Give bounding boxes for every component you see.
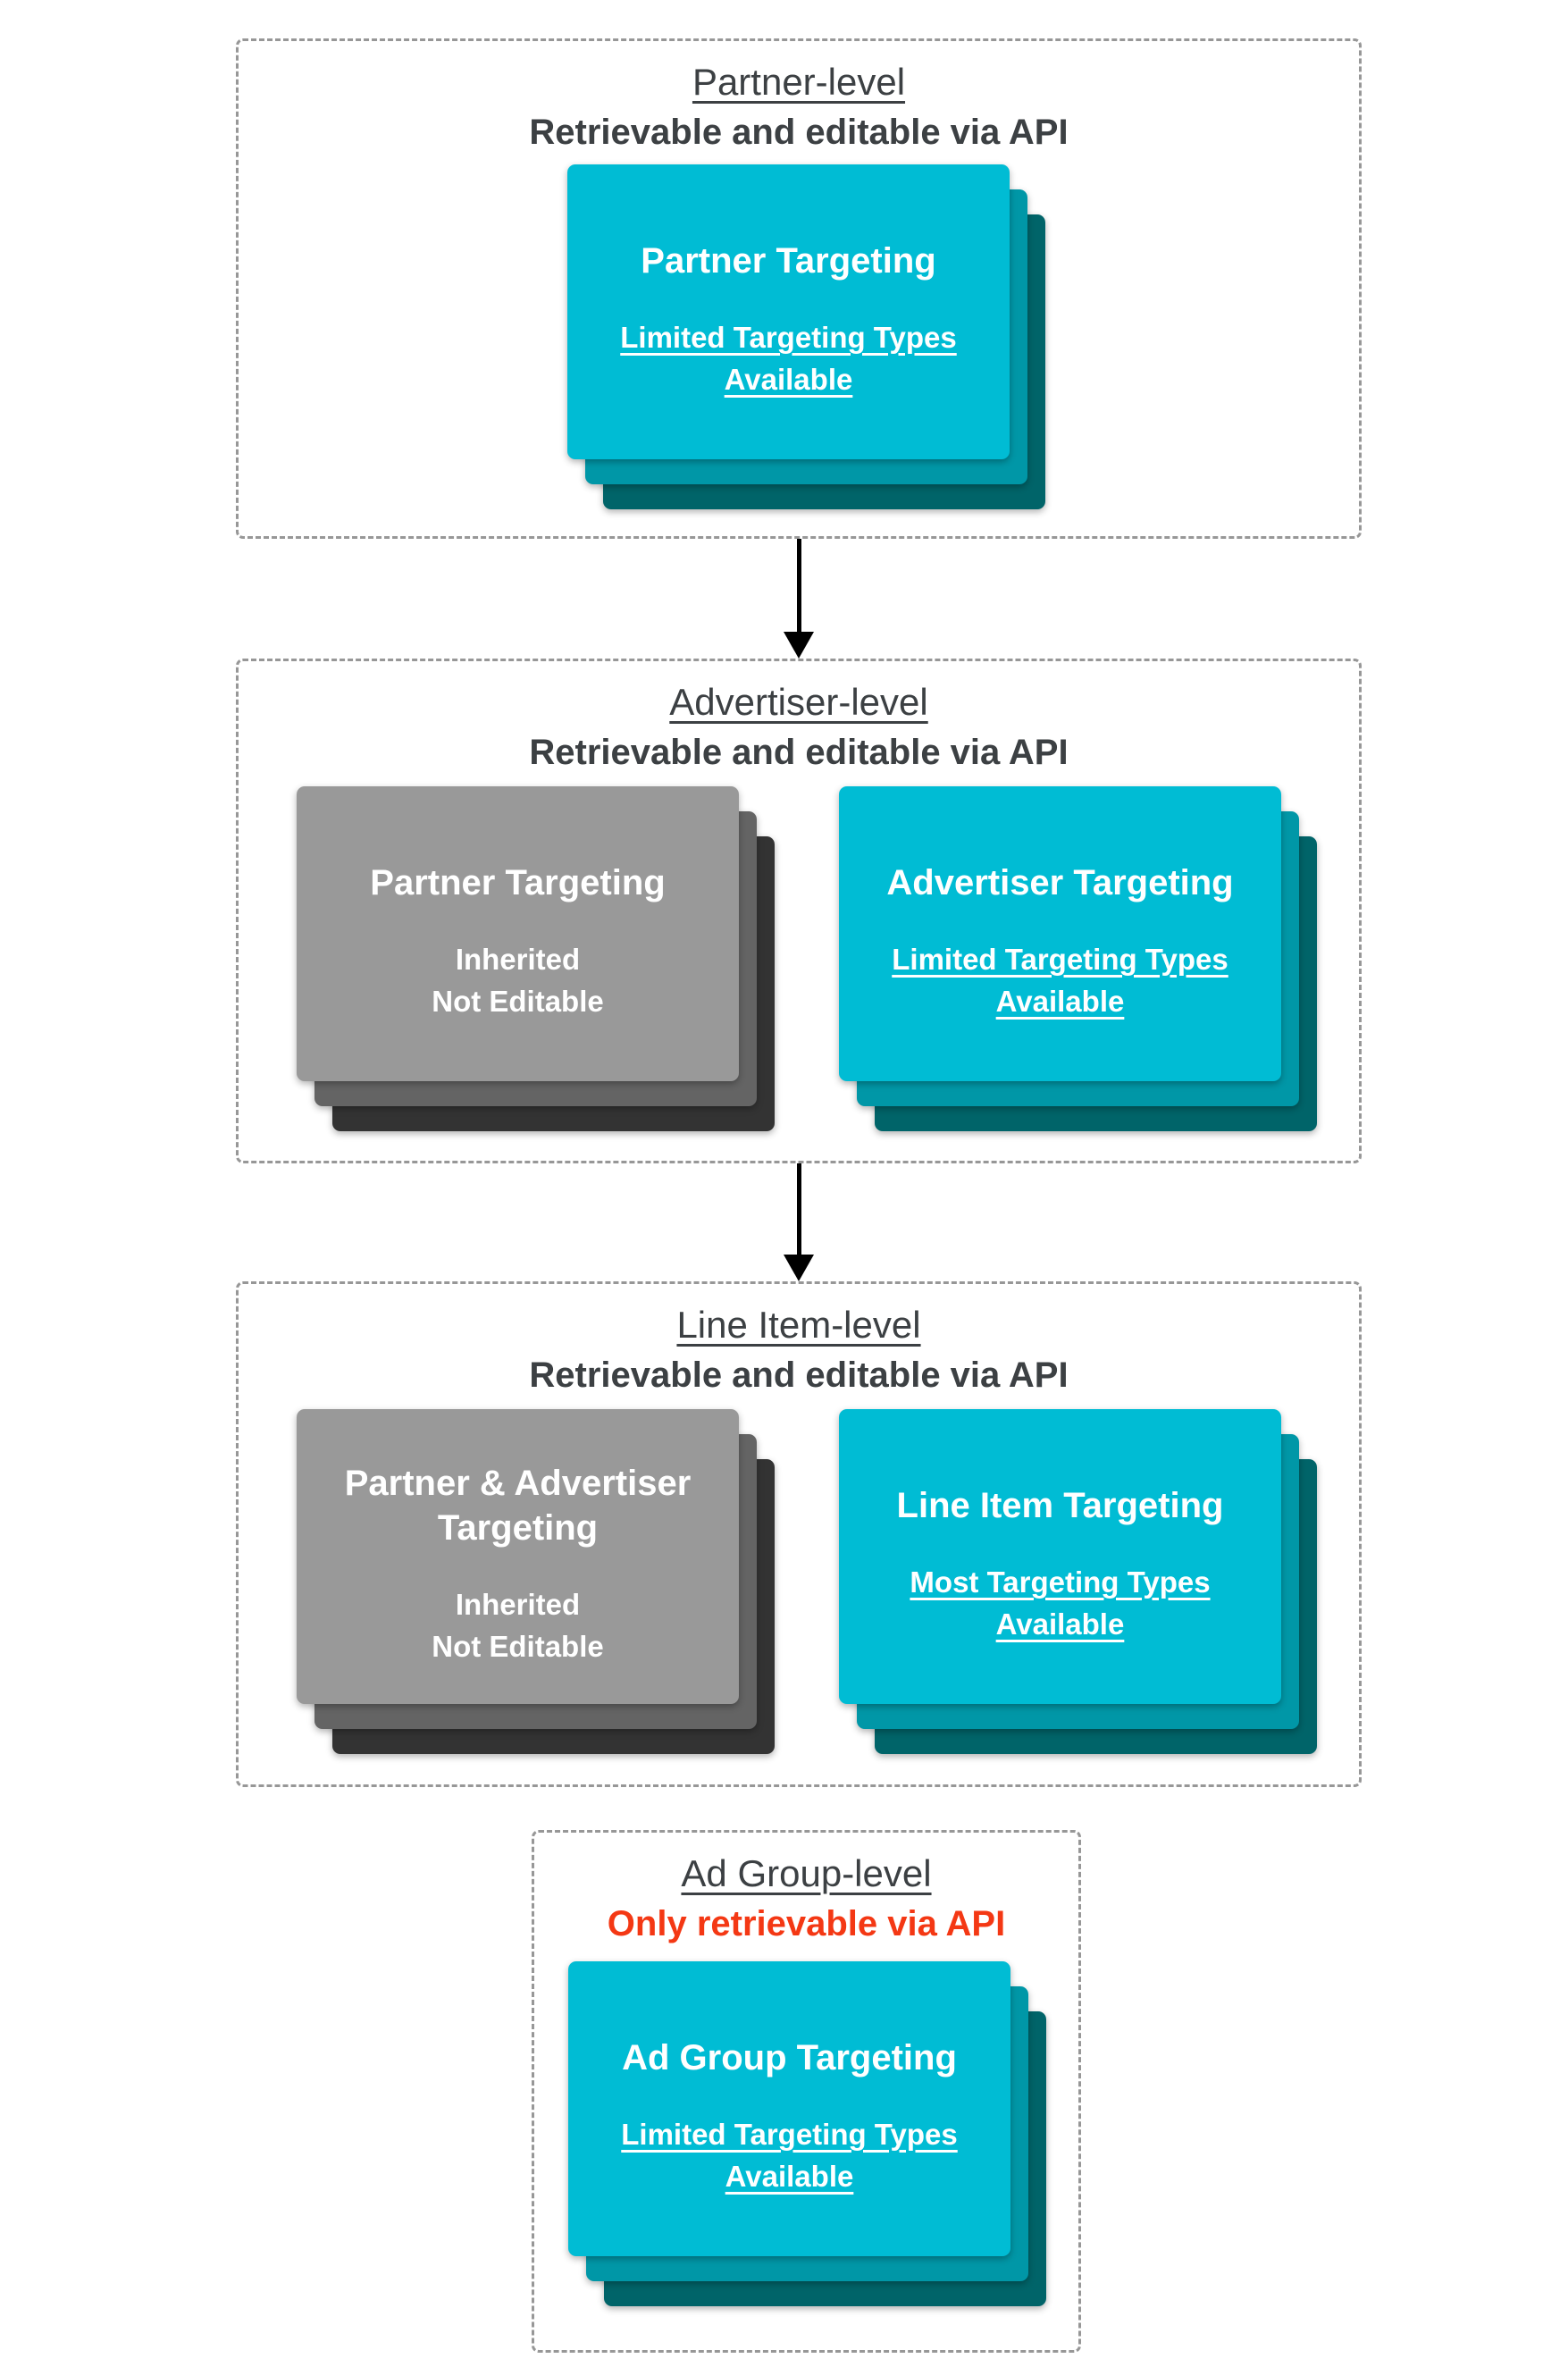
- inherited-partner-advertiser-targeting-card-stack: Partner & Advertiser Targeting Inherited…: [297, 1409, 775, 1754]
- card-subtitle-link[interactable]: Limited Targeting Types Available: [892, 943, 1228, 1018]
- line-item-targeting-card-stack: Line Item Targeting Most Targeting Types…: [839, 1409, 1317, 1754]
- card-title: Partner Targeting: [641, 241, 936, 281]
- card-subtitle-link[interactable]: Limited Targeting Types Available: [620, 321, 957, 396]
- advertiser-level-section: Advertiser-level Retrievable and editabl…: [236, 659, 1362, 1163]
- section-title: Ad Group-level: [534, 1833, 1078, 1895]
- ad-group-targeting-card-stack: Ad Group Targeting Limited Targeting Typ…: [568, 1961, 1046, 2306]
- flow-arrow-down: [783, 539, 815, 659]
- partner-level-section: Partner-level Retrievable and editable v…: [236, 38, 1362, 539]
- section-subtitle-red: Only retrievable via API: [607, 1904, 1006, 1944]
- partner-targeting-card: Partner Targeting Limited Targeting Type…: [567, 164, 1010, 459]
- inherited-partner-advertiser-targeting-card: Partner & Advertiser Targeting Inherited…: [297, 1409, 739, 1704]
- card-title: Advertiser Targeting: [886, 863, 1234, 903]
- advertiser-targeting-card-stack: Advertiser Targeting Limited Targeting T…: [839, 786, 1317, 1131]
- arrow-line: [797, 1163, 801, 1256]
- section-title-text: Line Item-level: [676, 1304, 921, 1346]
- arrow-head: [784, 632, 814, 659]
- section-subtitle: Retrievable and editable via API: [529, 733, 1069, 773]
- line-item-level-section: Line Item-level Retrievable and editable…: [236, 1281, 1362, 1787]
- section-title-text: Advertiser-level: [669, 681, 928, 723]
- card-subtitle-link[interactable]: Most Targeting Types Available: [910, 1565, 1211, 1641]
- ad-group-targeting-card: Ad Group Targeting Limited Targeting Typ…: [568, 1961, 1010, 2256]
- card-subtitle-link[interactable]: Limited Targeting Types Available: [621, 2118, 958, 2193]
- section-title: Advertiser-level: [239, 661, 1359, 724]
- card-title: Line Item Targeting: [896, 1486, 1224, 1526]
- arrow-head: [784, 1255, 814, 1281]
- section-title: Partner-level: [239, 41, 1359, 104]
- card-subtitle: Inherited Not Editable: [432, 943, 604, 1018]
- section-title-text: Ad Group-level: [681, 1852, 932, 1894]
- arrow-line: [797, 539, 801, 634]
- partner-targeting-card-stack: Partner Targeting Limited Targeting Type…: [567, 164, 1045, 509]
- section-title: Line Item-level: [239, 1284, 1359, 1347]
- inherited-partner-targeting-card-stack: Partner Targeting Inherited Not Editable: [297, 786, 775, 1131]
- card-subtitle: Inherited Not Editable: [432, 1588, 604, 1663]
- card-title: Ad Group Targeting: [622, 2038, 957, 2078]
- section-title-text: Partner-level: [692, 61, 906, 103]
- advertiser-targeting-card: Advertiser Targeting Limited Targeting T…: [839, 786, 1281, 1081]
- card-title: Partner Targeting: [370, 863, 666, 903]
- section-subtitle: Retrievable and editable via API: [529, 113, 1069, 153]
- card-title: Partner & Advertiser Targeting: [344, 1464, 692, 1549]
- inherited-partner-targeting-card: Partner Targeting Inherited Not Editable: [297, 786, 739, 1081]
- line-item-targeting-card: Line Item Targeting Most Targeting Types…: [839, 1409, 1281, 1704]
- ad-group-level-section: Ad Group-level Only retrievable via API …: [532, 1830, 1081, 2353]
- flow-arrow-down: [783, 1163, 815, 1281]
- section-subtitle: Retrievable and editable via API: [529, 1356, 1069, 1396]
